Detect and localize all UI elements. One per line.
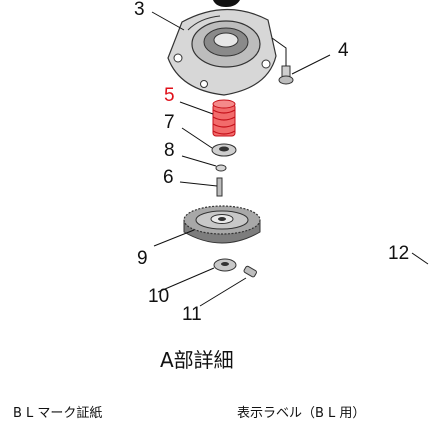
callout-12: 12 [388,243,410,264]
detail-title: A部詳細 [160,348,234,372]
footer-left-label: B L マーク証紙 [13,406,103,421]
leader-lines [151,11,429,307]
callout-4: 4 [338,40,349,61]
pin-part-6 [216,177,223,197]
small-washer-part-8 [215,164,227,172]
housing-part [167,8,277,96]
footer-right-label: 表示ラベル（B L 用） [237,406,366,421]
callout-10: 10 [148,286,170,307]
callout-5: 5 [164,85,175,106]
callout-7: 7 [164,112,175,133]
gear-part-9 [183,205,261,244]
callout-3: 3 [134,0,145,20]
top-part-fragment [213,0,240,7]
callout-11: 11 [182,304,202,325]
spring-part-5 [212,99,236,137]
callout-9: 9 [137,248,148,269]
bushing-part-10 [213,258,237,272]
small-screw-part-11 [243,265,257,278]
callout-8: 8 [164,140,175,161]
callout-6: 6 [163,167,174,188]
washer-part-7 [211,143,237,157]
screw-part-4 [278,65,294,85]
